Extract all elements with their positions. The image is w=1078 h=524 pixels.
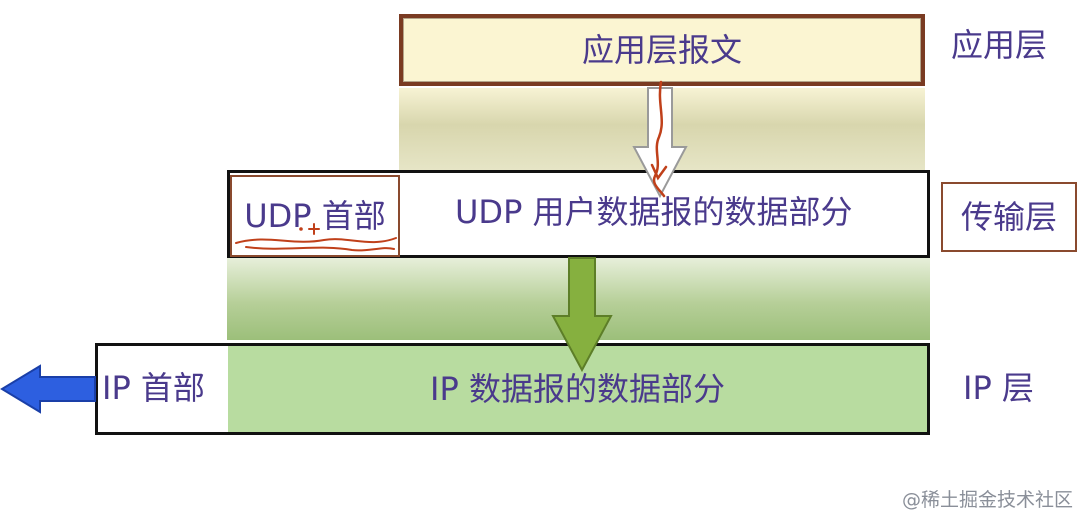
udp-data-label: UDP 用户数据报的数据部分 [455,193,853,231]
handwritten-dot-mark [299,227,303,231]
white-down-arrow-icon [632,87,688,199]
udp-header-cell: UDP 首部 [230,175,400,257]
transport-layer-label: 传输层 [960,198,1057,236]
blue-left-arrow-icon [0,364,96,414]
handwritten-arrow-scribble [650,80,668,198]
ip-header-label: IP 首部 [102,369,205,407]
application-message-box: 应用层报文 [399,14,925,86]
handwritten-plus-mark [308,223,320,235]
application-message-label: 应用层报文 [581,31,742,69]
transport-layer-label-box: 传输层 [941,182,1077,252]
watermark: @稀土掘金技术社区 [902,489,1074,511]
ip-layer-label: IP 层 [963,369,1034,407]
green-down-arrow-icon [551,257,613,373]
application-layer-label: 应用层 [951,26,1048,64]
handwritten-underline-scribble [235,237,397,252]
ip-data-label: IP 数据报的数据部分 [430,370,725,408]
